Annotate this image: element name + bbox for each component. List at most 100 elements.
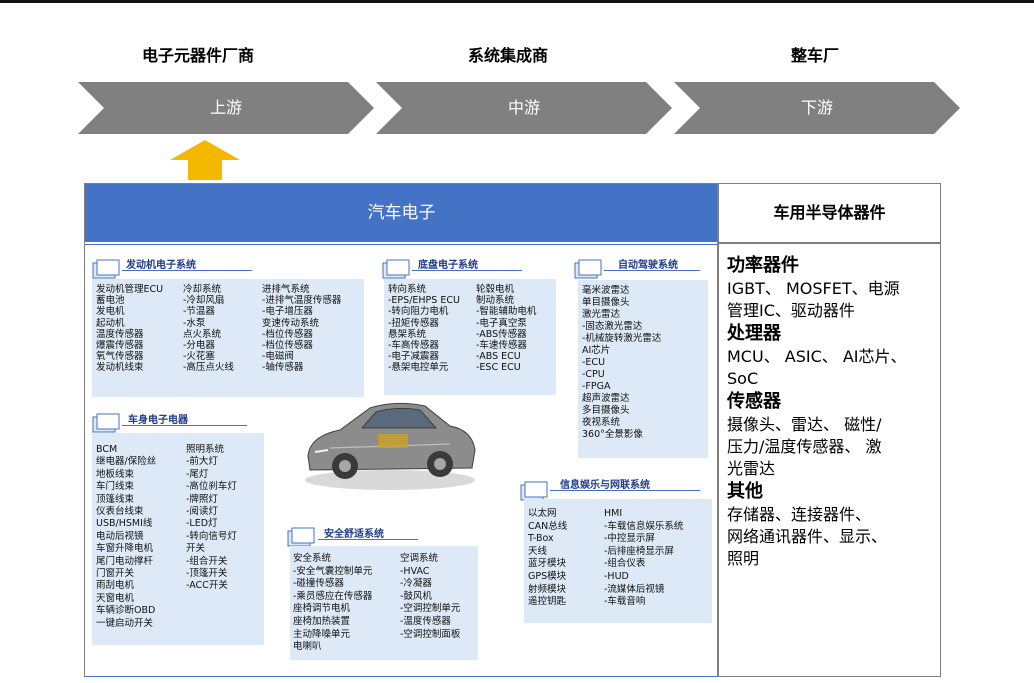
list-item: -分电器 [183,340,215,352]
group-line: 摄像头、雷达、 磁性/ [727,415,882,434]
list-item: 以太网 [528,508,557,519]
title-underline [412,270,522,271]
list-item: -温度传感器 [400,615,451,627]
list-item: 空调系统 [400,553,439,564]
engine-box [92,279,364,397]
list-item: 爆震传感器 [96,340,144,352]
title-underline [122,425,247,426]
list-item: 车窗升降电机 [96,543,154,555]
list-item: 进排气系统 [262,284,310,295]
column-heading-midstream: 系统集成商 [467,46,548,65]
infotainment-section-title: 信息娱乐与网联系统 [560,480,650,491]
list-item: -冷却风扇 [183,295,225,307]
group-line: 光雷达 [727,459,776,478]
list-item: 座椅调节电机 [293,603,351,615]
list-item: 仪表台线束 [96,506,144,518]
list-item: -顶篷开关 [186,568,228,580]
stage-label-midstream: 中游 [507,98,540,117]
list-item: 开关 [186,543,206,555]
chevron-midstream: 中游 [376,82,672,134]
list-item: -LED灯 [186,518,218,530]
list-item: -电子真空泵 [476,317,527,329]
folder-icon [574,258,602,280]
group-line: SoC [727,369,759,388]
list-item: 冷却系统 [183,284,222,295]
list-item: HMI [604,508,623,519]
list-item: -档位传感器 [262,340,313,352]
list-item: 射频模块 [528,583,567,595]
list-item: 一键启动开关 [96,617,154,629]
systems-area [85,244,717,677]
vertical-divider [717,184,719,676]
list-item: -轴传感器 [262,362,304,374]
folder-icon [92,258,120,280]
list-item: -冷凝器 [400,578,432,590]
safety-col-1: 安全系统-安全气囊控制单元-碰撞传感器-乘员感应在传感器座椅调节电机座椅加热装置… [293,553,372,654]
group-line: 压力/温度传感器、 激 [727,437,882,456]
car-image [300,378,480,498]
list-item: 天窗电机 [96,592,135,604]
list-item: -阅读灯 [186,506,218,518]
chevron-upstream: 上游 [78,82,374,134]
column-heading-upstream: 电子元器件厂商 [141,46,254,65]
list-item: -转向阻力电机 [388,306,449,318]
list-item: -车载音响 [604,596,646,608]
list-item: -智能辅助电机 [476,306,537,318]
list-item: -节温器 [183,306,215,318]
list-item: 转向系统 [388,284,427,295]
body-section-title: 车身电子电器 [128,415,188,426]
body-col-2: 照明系统-前大灯-尾灯-高位刹车灯-牌照灯-阅读灯-LED灯-转向信号灯开关-组… [186,444,237,593]
safety-col-2: 空调系统-HVAC-冷凝器-鼓风机-空调控制单元-温度传感器-空调控制面板 [400,553,460,641]
list-item: -HUD [604,570,629,582]
infotainment-box [524,499,712,623]
list-item: -前大灯 [186,456,218,468]
list-item: 温度传感器 [96,328,144,340]
list-item: -档位传感器 [262,328,313,340]
engine-col-3: 进排气系统-进排气温度传感器-电子增压器变速传动系统-档位传感器-档位传感器-电… [262,284,341,374]
list-item: -牌照灯 [186,493,218,505]
safety-box [290,546,478,660]
list-item: 雨刮电机 [96,580,135,592]
list-item: -鼓风机 [400,590,432,602]
list-item: 蓄电池 [96,295,125,307]
list-item: 尾门电动撑杆 [96,555,154,567]
list-item: -空调控制面板 [400,628,461,640]
autonomous-box [578,280,708,458]
list-item: BCM [96,444,118,455]
list-item: -ABS ECU [476,351,521,363]
group-title: 其他 [727,481,763,502]
stage-label-downstream: 下游 [800,98,833,117]
body-box [92,433,264,645]
list-item: -ABS传感器 [476,328,527,340]
list-item: -ECU [582,357,606,368]
list-item: -高位刹车灯 [186,481,237,493]
safety-section-title: 安全舒适系统 [324,529,384,540]
list-item: 天线 [528,545,548,557]
list-item: 变速传动系统 [262,317,320,329]
group-title: 传感器 [727,391,781,412]
title-underline [604,270,700,271]
list-item: -车速传感器 [476,340,527,352]
list-item: 蓝牙模块 [528,558,567,570]
semiconductor-header: 车用半导体器件 [773,203,886,222]
auto-electronics-banner: 汽车电子 [85,184,718,242]
list-item: -高压点火线 [183,362,234,374]
chevron-shape [674,82,960,134]
list-item: -碰撞传感器 [293,578,344,590]
list-item: 轮毂电机 [476,284,515,295]
list-item: -空调控制单元 [400,603,461,615]
list-item: 发动机管理ECU [96,284,164,295]
list-item: 车辆诊断OBD [96,605,156,617]
list-item: -EPS/EHPS ECU [388,295,460,307]
list-item: 地板线束 [96,468,135,480]
list-item: USB/HSMI线 [96,518,153,530]
list-item: -火花塞 [183,351,215,363]
folder-icon [520,480,548,502]
group-line: IGBT、 MOSFET、电源 [727,279,900,298]
list-item: CAN总线 [528,520,568,532]
list-item: 点火系统 [183,328,222,340]
list-item: -固态激光雷达 [582,321,643,332]
chevron-downstream: 下游 [674,82,960,134]
horizontal-divider [719,242,940,244]
